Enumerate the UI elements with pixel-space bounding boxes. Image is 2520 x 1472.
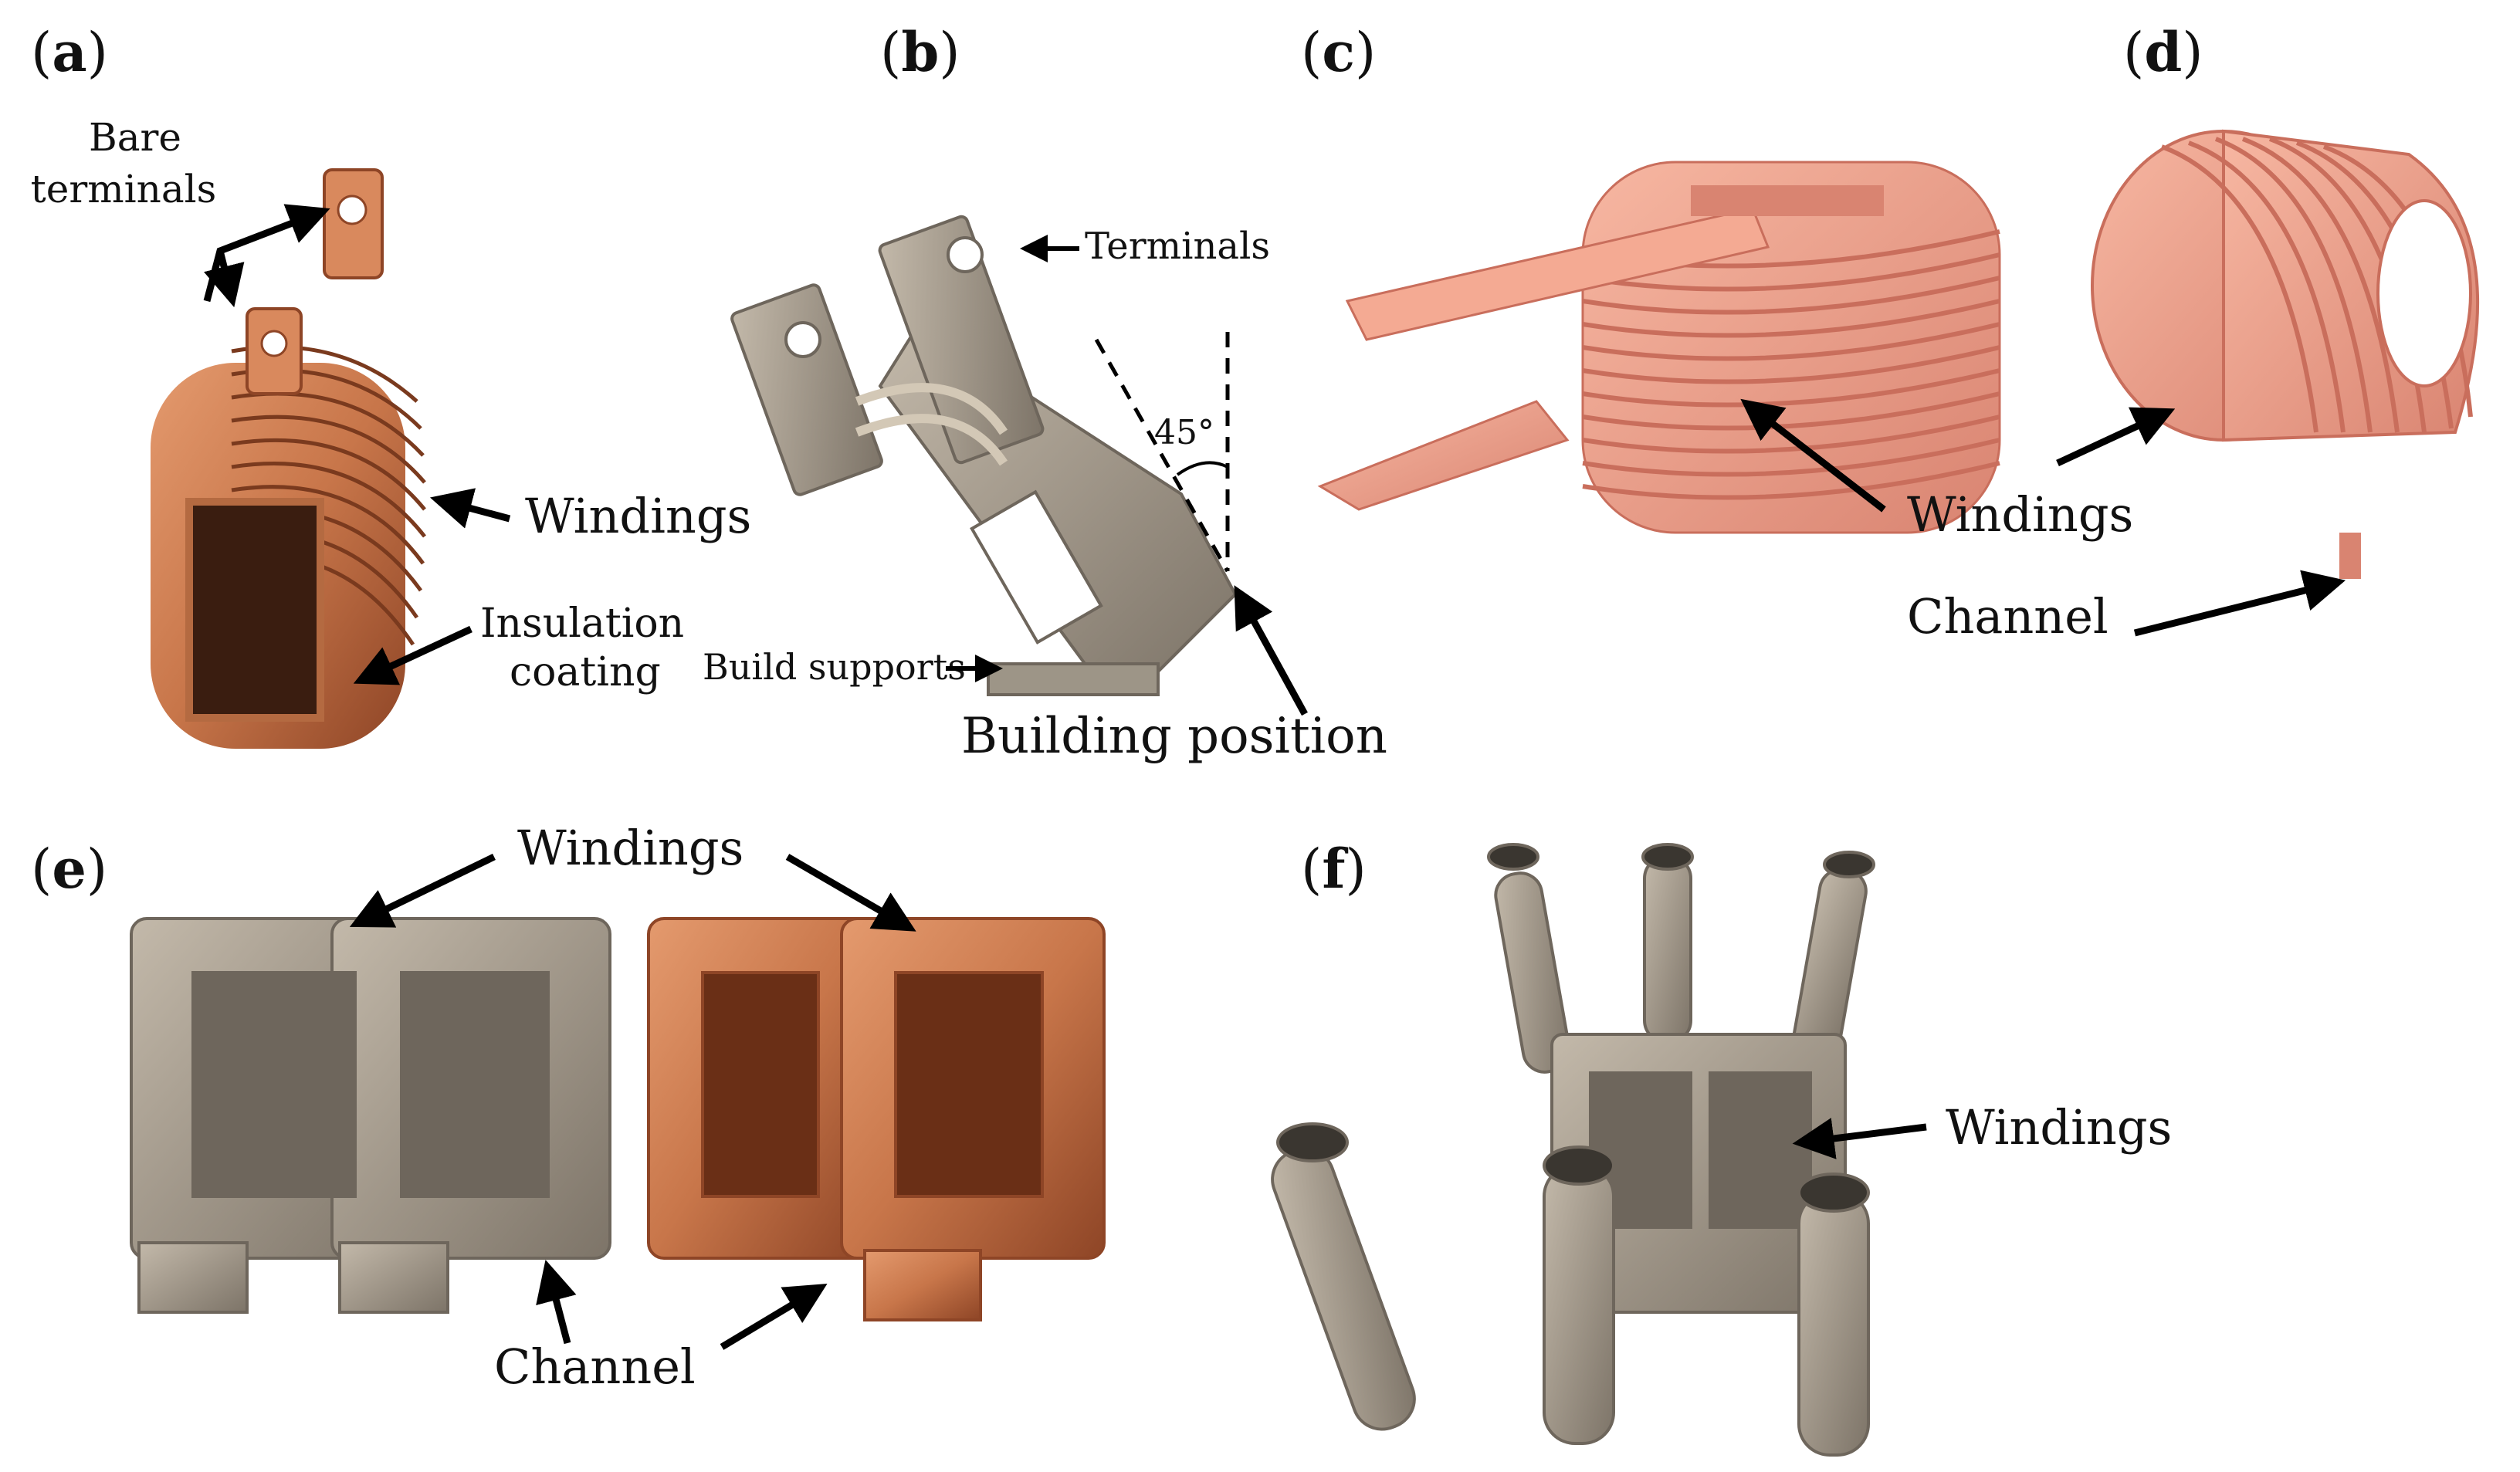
panel-label-f: (f) <box>1301 837 1367 901</box>
arrow-channel-d <box>2133 570 2346 637</box>
arrow-windings-e-left <box>349 853 496 928</box>
label-channel-e: Channel <box>494 1338 696 1395</box>
panel-f: (f) Windings <box>1271 837 2172 1457</box>
label-windings-f: Windings <box>1946 1099 2172 1156</box>
panel-e: (e) Windings Channel <box>31 820 1106 1395</box>
panel-label-b: (b) <box>880 20 960 84</box>
arrow-channel-e-left <box>536 1259 577 1345</box>
label-building-position: Building position <box>961 708 1387 765</box>
panel-d: (d) Channel <box>1907 20 2480 645</box>
grey-coil-b <box>730 215 1238 696</box>
panel-label-e: (e) <box>31 837 107 901</box>
arrow-windings-f <box>1792 1118 1927 1159</box>
arrow-bare-bottom <box>203 249 245 308</box>
label-angle: 45° <box>1154 413 1214 452</box>
dashed-diagonal <box>1094 338 1230 573</box>
arrow-windings-a <box>429 488 511 529</box>
panel-label-c: (c) <box>1301 20 1376 84</box>
panel-c: (c) Windings <box>1301 20 2133 543</box>
label-build-supports: Build supports <box>703 646 966 688</box>
label-bare-1: Bare <box>89 115 181 160</box>
panel-label-d: (d) <box>2123 20 2203 84</box>
label-windings-e: Windings <box>517 820 743 876</box>
panel-b: (b) Terminals 45° Build supports Buildin… <box>703 20 1387 765</box>
pink-coil-c <box>1317 161 2001 534</box>
grey-windings-e <box>130 917 611 1314</box>
angle-arc <box>1176 461 1228 476</box>
arrow-windings-e-right <box>785 854 916 932</box>
label-insulation-2: coating <box>510 649 661 695</box>
label-windings-c: Windings <box>1907 486 2133 543</box>
grey-assembly-f <box>1271 843 1875 1457</box>
label-channel-d: Channel <box>1907 588 2108 645</box>
arrow-channel-e-right <box>720 1284 828 1350</box>
label-windings-a: Windings <box>525 488 751 544</box>
panel-a: (a) Bare terminals Windings Insulation c… <box>31 20 751 749</box>
arrow-windings-d <box>2056 407 2176 467</box>
panel-label-a: (a) <box>31 20 108 84</box>
arrow-building-position <box>1234 585 1308 716</box>
arrow-windings-c <box>1740 398 1886 513</box>
label-bare-2: terminals <box>31 167 217 211</box>
label-insulation-1: Insulation <box>480 601 684 647</box>
copper-coil-a <box>151 168 426 749</box>
copper-windings-e <box>647 917 1106 1321</box>
label-terminals: Terminals <box>1085 225 1270 268</box>
arrow-insulation <box>353 625 472 685</box>
pink-coil-d <box>2091 129 2480 579</box>
